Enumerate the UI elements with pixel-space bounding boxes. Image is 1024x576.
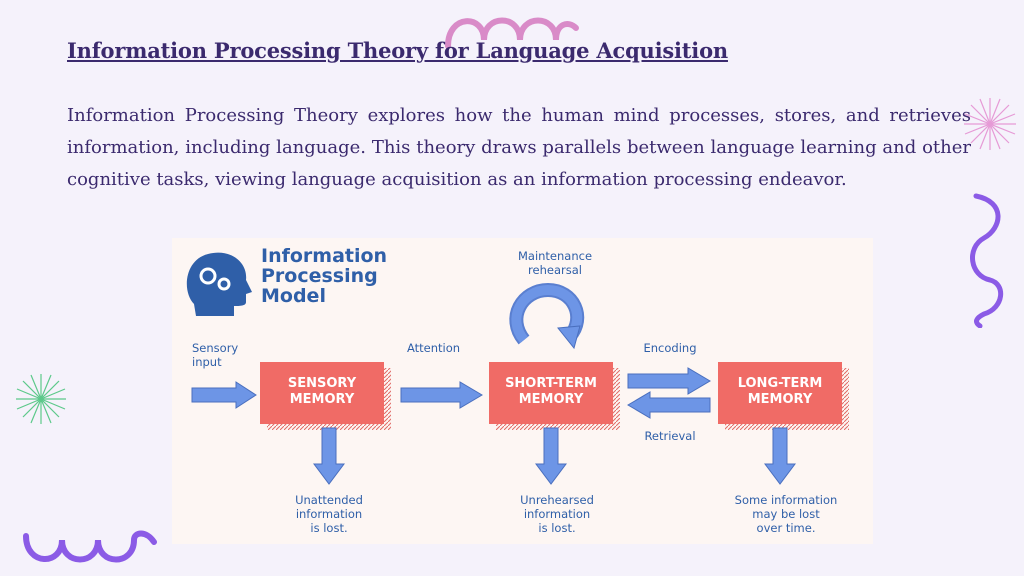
short-term-memory-label-line-1: SHORT-TERM <box>505 376 597 391</box>
rehearsal-loop-arrow <box>509 282 585 350</box>
starburst-decoration-right <box>964 98 1016 150</box>
sensory-input-label-line-2: input <box>192 355 222 369</box>
long-term-memory-label-line-1: LONG-TERM <box>738 376 823 391</box>
sensory-outcome-line-1: Unattended <box>295 493 363 507</box>
sensory-input-arrow <box>191 381 257 409</box>
head-gears-icon <box>186 252 252 316</box>
retrieval-arrow <box>627 391 711 419</box>
diagram-heading-line-1: Information <box>261 245 387 267</box>
information-processing-diagram: Information Processing Model Sensory inp… <box>172 238 873 544</box>
starburst-decoration-left <box>16 374 66 424</box>
sensory-loss-arrow <box>313 427 345 485</box>
long-term-outcome-line-2: may be lost <box>752 507 820 521</box>
long-term-outcome-line-3: over time. <box>757 521 816 535</box>
maintenance-label-line-1: Maintenance <box>518 249 592 263</box>
sensory-outcome-line-3: is lost. <box>310 521 347 535</box>
attention-arrow <box>400 381 483 409</box>
slide-paragraph: Information Processing Theory explores h… <box>67 105 971 190</box>
short-term-outcome-line-1: Unrehearsed <box>520 493 594 507</box>
encoding-label: Encoding <box>644 341 697 355</box>
short-term-outcome-line-2: information <box>524 507 590 521</box>
short-term-memory-box <box>489 362 613 424</box>
sensory-outcome-line-2: information <box>296 507 362 521</box>
slide-title: Information Processing Theory for Langua… <box>67 38 728 63</box>
short-term-loss-arrow <box>535 427 567 485</box>
diagram-heading-line-2: Processing <box>261 265 378 287</box>
sensory-input-label-line-1: Sensory <box>192 341 238 355</box>
long-term-outcome-line-1: Some information <box>735 493 838 507</box>
sensory-memory-label-line-1: SENSORY <box>288 376 357 391</box>
sensory-memory-box <box>260 362 384 424</box>
sensory-memory-label-line-2: MEMORY <box>290 392 355 407</box>
attention-label: Attention <box>407 341 460 355</box>
retrieval-label: Retrieval <box>644 429 695 443</box>
long-term-memory-box <box>718 362 842 424</box>
long-term-loss-arrow <box>764 427 796 485</box>
long-term-memory-label-line-2: MEMORY <box>748 392 813 407</box>
maintenance-label-line-2: rehearsal <box>528 263 582 277</box>
squiggle-decoration-right <box>970 193 1003 328</box>
encoding-arrow <box>627 367 711 395</box>
squiggle-decoration-bottom <box>23 530 157 563</box>
squiggle-decoration-top <box>445 17 579 49</box>
short-term-memory-label-line-2: MEMORY <box>519 392 584 407</box>
short-term-outcome-line-3: is lost. <box>538 521 575 535</box>
diagram-heading-line-3: Model <box>261 285 326 307</box>
